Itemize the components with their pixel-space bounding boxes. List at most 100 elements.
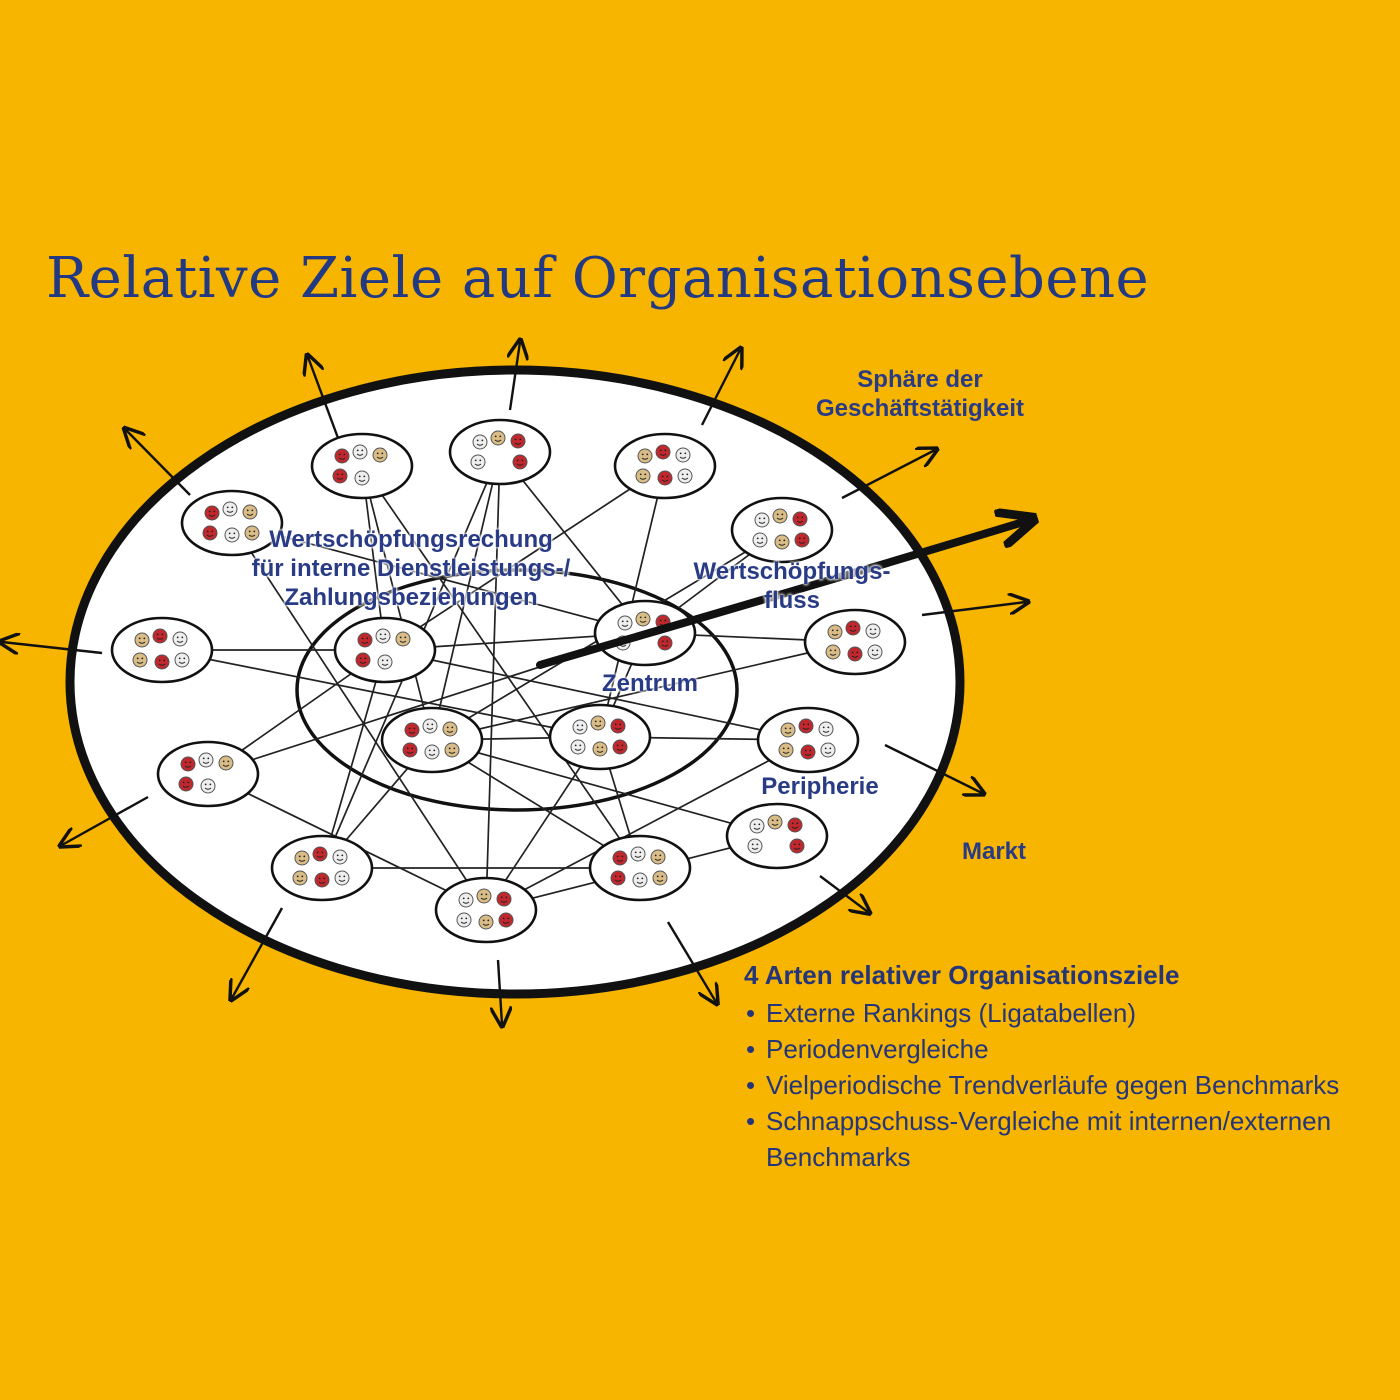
person-face-icon — [395, 631, 411, 647]
value-creation-accounting-line: für interne Dienstleistungs-/ — [251, 554, 571, 582]
team-oval — [613, 432, 717, 500]
network-line — [499, 451, 646, 634]
value-creation-flow-line: fluss — [763, 586, 820, 614]
team-cluster — [333, 616, 437, 684]
team-cluster — [803, 608, 907, 676]
person-face-icon — [792, 511, 808, 527]
person-face-icon — [442, 721, 458, 737]
person-face-icon — [635, 611, 651, 627]
team-cluster — [380, 706, 484, 774]
person-face-icon — [242, 504, 258, 520]
person-face-icon — [132, 652, 148, 668]
person-face-icon — [635, 468, 651, 484]
team-cluster — [548, 703, 652, 771]
network-line — [384, 649, 809, 741]
person-face-icon — [655, 444, 671, 460]
person-face-icon — [312, 846, 328, 862]
person-face-icon — [617, 615, 633, 631]
outward-arrow — [232, 907, 284, 998]
person-face-icon — [612, 739, 628, 755]
outward-arrow — [819, 875, 868, 912]
person-face-icon — [172, 631, 188, 647]
value-creation-flow-label: Wertschöpfungs- fluss — [672, 558, 912, 616]
person-face-icon — [478, 914, 494, 930]
outward-arrow — [498, 959, 502, 1024]
person-face-icon — [456, 912, 472, 928]
team-oval — [380, 706, 484, 774]
person-face-icon — [218, 755, 234, 771]
team-oval — [588, 834, 692, 902]
person-face-icon — [675, 447, 691, 463]
person-face-icon — [570, 739, 586, 755]
person-face-icon — [778, 742, 794, 758]
value-creation-flow-line: Wertschöpfungs- — [693, 558, 891, 585]
person-face-icon — [354, 470, 370, 486]
team-cluster — [270, 834, 374, 902]
outward-arrow — [2, 642, 103, 653]
goal-type-item: Externe Rankings (Ligatabellen) — [744, 995, 1378, 1031]
person-face-icon — [592, 741, 608, 757]
outward-arrow — [884, 743, 982, 793]
team-clusters — [110, 418, 907, 944]
value-creation-accounting-line: Wertschöpfungsrechung — [269, 526, 553, 553]
person-face-icon — [496, 891, 512, 907]
person-face-icon — [204, 505, 220, 521]
outward-arrow — [126, 430, 191, 496]
person-face-icon — [224, 527, 240, 543]
outward-arrow — [841, 450, 935, 500]
value-flow-arrow — [536, 520, 1030, 669]
team-oval — [110, 616, 214, 684]
goal-type-item: Schnappschuss-Vergleiche mit internen/ex… — [744, 1103, 1378, 1175]
outward-arrow — [62, 795, 149, 845]
market-label: Markt — [961, 838, 1027, 865]
outward-arrow — [921, 602, 1026, 617]
person-face-icon — [747, 838, 763, 854]
center-ellipse — [295, 568, 739, 812]
person-face-icon — [787, 817, 803, 833]
team-cluster — [730, 496, 834, 564]
sphere-label-line: Sphäre der — [857, 366, 983, 393]
person-face-icon — [637, 448, 653, 464]
person-face-icon — [180, 756, 196, 772]
person-face-icon — [657, 470, 673, 486]
person-face-icon — [244, 525, 260, 541]
team-oval — [548, 703, 652, 771]
network-line — [431, 739, 778, 837]
network-line — [321, 649, 386, 869]
person-face-icon — [657, 635, 673, 651]
person-face-icon — [152, 628, 168, 644]
person-face-icon — [767, 814, 783, 830]
person-face-icon — [847, 646, 863, 662]
person-face-icon — [772, 508, 788, 524]
goal-types-heading: 4 Arten relativer Organisationsziele — [744, 960, 1180, 990]
person-face-icon — [820, 742, 836, 758]
team-cluster — [156, 740, 260, 808]
person-face-icon — [470, 454, 486, 470]
person-face-icon — [352, 444, 368, 460]
team-cluster — [434, 876, 538, 944]
team-oval — [156, 740, 260, 808]
team-oval — [333, 616, 437, 684]
goal-type-item: Periodenvergleiche — [744, 1031, 1378, 1067]
network-line — [231, 522, 487, 911]
outward-arrow — [510, 342, 520, 411]
person-face-icon — [630, 846, 646, 862]
person-face-icon — [404, 722, 420, 738]
team-cluster — [310, 432, 414, 500]
value-creation-accounting-line: Zahlungsbeziehungen — [284, 583, 538, 611]
team-cluster — [110, 616, 214, 684]
person-face-icon — [178, 776, 194, 792]
person-face-icon — [174, 652, 190, 668]
person-face-icon — [610, 870, 626, 886]
person-face-icon — [798, 718, 814, 734]
person-face-icon — [292, 870, 308, 886]
network-line — [431, 641, 856, 741]
person-face-icon — [677, 468, 693, 484]
outward-arrow — [308, 357, 340, 439]
person-face-icon — [134, 632, 150, 648]
person-face-icon — [512, 454, 528, 470]
team-cluster — [756, 706, 860, 774]
team-cluster — [613, 432, 717, 500]
outward-arrows — [2, 342, 1026, 1024]
